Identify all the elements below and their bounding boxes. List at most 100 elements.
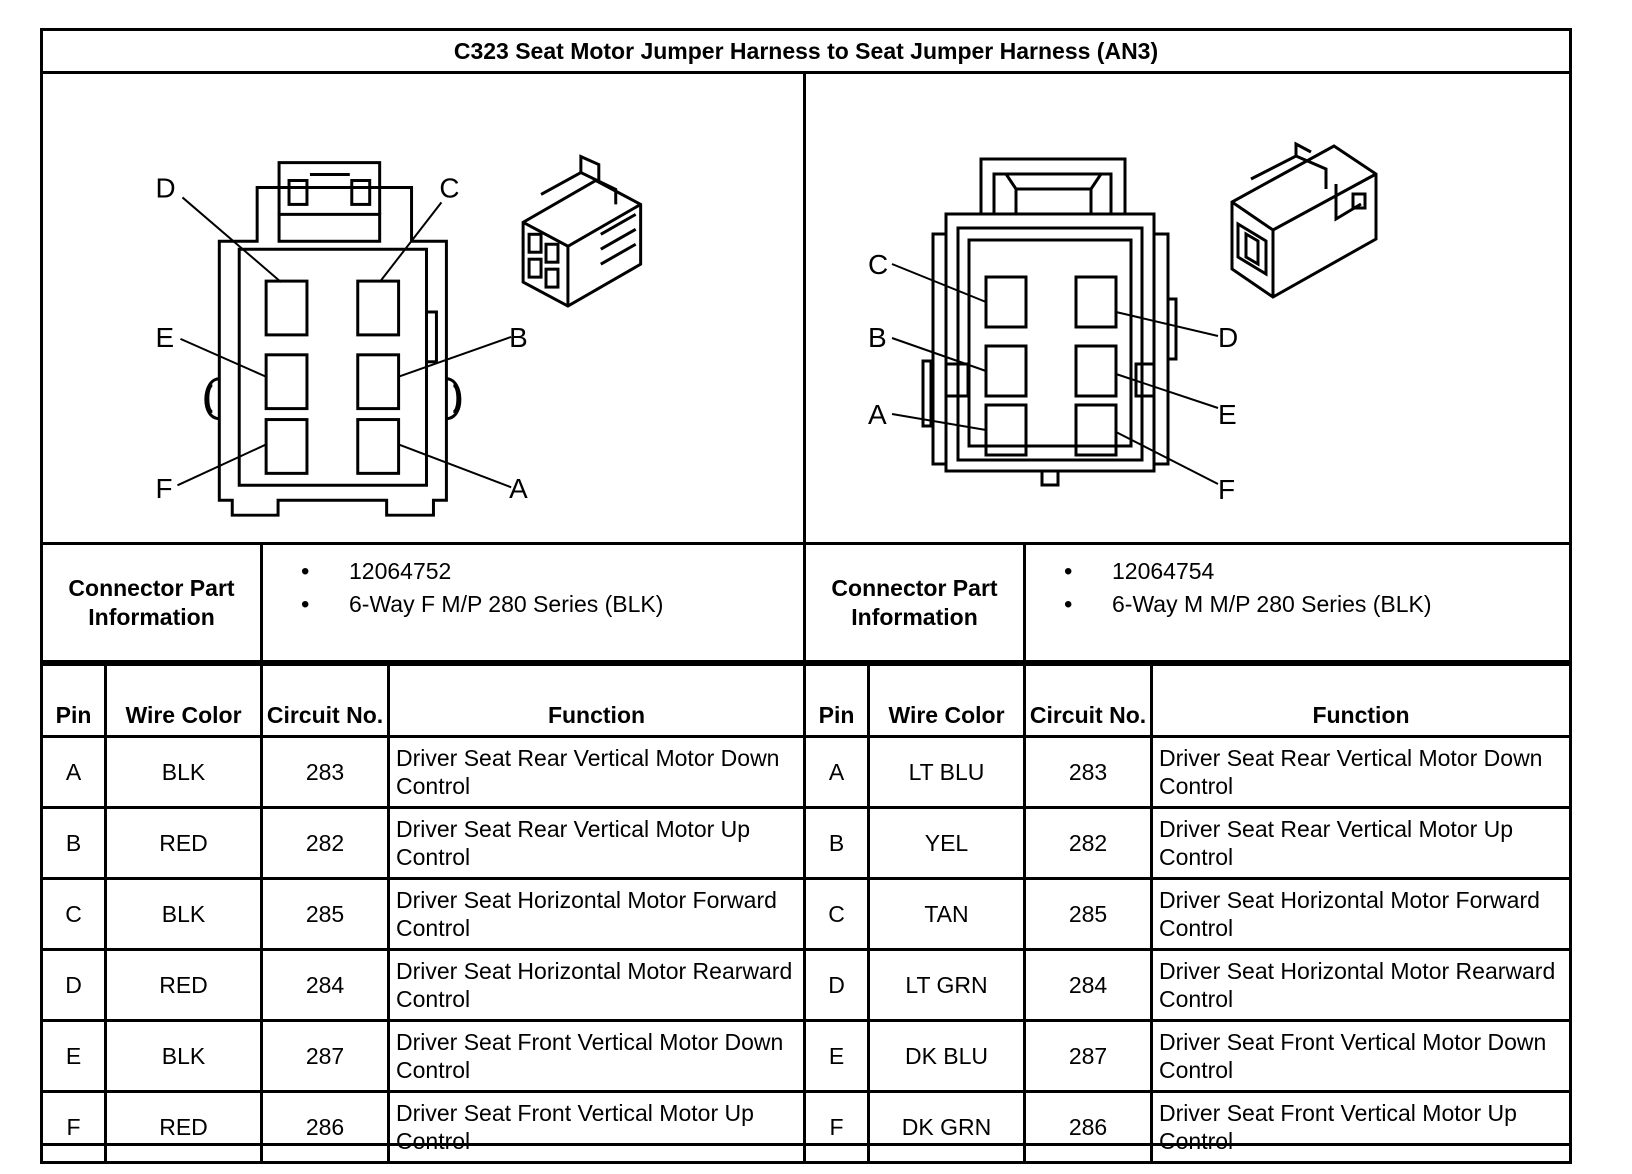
- right-info-list: 12064754 6-Way M M/P 280 Series (BLK): [1064, 555, 1432, 621]
- female-connector-iso-icon: [521, 154, 643, 308]
- right-part-description: 6-Way M M/P 280 Series (BLK): [1064, 588, 1432, 621]
- function-cell: Driver Seat Horizontal Motor Forward Con…: [1150, 877, 1572, 951]
- function-cell: Driver Seat Front Vertical Motor Up Cont…: [387, 1090, 806, 1164]
- function-cell: Driver Seat Rear Vertical Motor Down Con…: [387, 735, 806, 809]
- circuit-cell: 282: [260, 806, 390, 880]
- wire-color-cell: DK GRN: [867, 1090, 1026, 1164]
- pin-label-f: F: [156, 473, 173, 504]
- pin-label-e: E: [156, 322, 175, 353]
- right-connector-diagram: C B A D E F: [806, 74, 1569, 542]
- circuit-cell: 287: [260, 1019, 390, 1093]
- pin-label-f: F: [1218, 474, 1235, 505]
- pin-label-d: D: [156, 172, 176, 203]
- info-divider: [803, 545, 806, 660]
- wire-color-cell: BLK: [104, 735, 263, 809]
- pin-cell: A: [40, 735, 107, 809]
- function-cell: Driver Seat Rear Vertical Motor Down Con…: [1150, 735, 1572, 809]
- circuit-cell: 284: [260, 948, 390, 1022]
- wire-color-cell: TAN: [867, 877, 1026, 951]
- left-part-number: 12064752: [301, 555, 663, 588]
- circuit-cell: 285: [1023, 877, 1153, 951]
- circuit-cell: 283: [260, 735, 390, 809]
- wire-color-cell: DK BLU: [867, 1019, 1026, 1093]
- function-cell: Driver Seat Horizontal Motor Rearward Co…: [387, 948, 806, 1022]
- pin-label-b: B: [868, 322, 887, 353]
- pin-cell: E: [40, 1019, 107, 1093]
- left-part-description: 6-Way F M/P 280 Series (BLK): [301, 588, 663, 621]
- function-cell: Driver Seat Rear Vertical Motor Up Contr…: [387, 806, 806, 880]
- header-circuit: Circuit No.: [1023, 663, 1153, 738]
- right-info-label: Connector Part Information: [806, 545, 1026, 660]
- wire-color-cell: LT BLU: [867, 735, 1026, 809]
- wire-color-cell: RED: [104, 1090, 263, 1164]
- pin-cell: B: [40, 806, 107, 880]
- left-connector-diagram: D C E B F A: [43, 74, 806, 542]
- wire-color-cell: RED: [104, 806, 263, 880]
- pin-cell: F: [40, 1090, 107, 1164]
- left-info-list: 12064752 6-Way F M/P 280 Series (BLK): [301, 555, 663, 621]
- header-function: Function: [387, 663, 806, 738]
- pin-cell: F: [803, 1090, 870, 1164]
- wire-color-cell: YEL: [867, 806, 1026, 880]
- leader-d: [181, 196, 282, 283]
- circuit-cell: 283: [1023, 735, 1153, 809]
- wire-color-cell: BLK: [104, 1019, 263, 1093]
- pin-label-b: B: [509, 322, 528, 353]
- function-cell: Driver Seat Rear Vertical Motor Up Contr…: [1150, 806, 1572, 880]
- sheet-title: C323 Seat Motor Jumper Harness to Seat J…: [43, 31, 1569, 74]
- circuit-cell: 285: [260, 877, 390, 951]
- circuit-cell: 286: [260, 1090, 390, 1164]
- function-cell: Driver Seat Horizontal Motor Rearward Co…: [1150, 948, 1572, 1022]
- pin-cell: C: [803, 877, 870, 951]
- header-function: Function: [1150, 663, 1572, 738]
- pin-cell: D: [40, 948, 107, 1022]
- left-info-label: Connector Part Information: [43, 545, 263, 660]
- header-wire-color: Wire Color: [867, 663, 1026, 738]
- female-connector-face-drawing: D C E B F A: [156, 154, 643, 517]
- header-wire-color: Wire Color: [104, 663, 263, 738]
- connector-part-info-row: Connector Part Information 12064752 6-Wa…: [43, 542, 1569, 663]
- pin-cell: B: [803, 806, 870, 880]
- header-circuit: Circuit No.: [260, 663, 390, 738]
- circuit-cell: 286: [1023, 1090, 1153, 1164]
- function-cell: Driver Seat Horizontal Motor Forward Con…: [387, 877, 806, 951]
- circuit-cell: 284: [1023, 948, 1153, 1022]
- pin-label-c: C: [439, 172, 459, 203]
- pin-label-a: A: [868, 399, 887, 430]
- connector-sheet: C323 Seat Motor Jumper Harness to Seat J…: [40, 28, 1572, 1164]
- function-cell: Driver Seat Front Vertical Motor Up Cont…: [1150, 1090, 1572, 1164]
- male-connector-iso-icon: [1230, 141, 1378, 299]
- leader-c: [378, 201, 443, 283]
- function-cell: Driver Seat Front Vertical Motor Down Co…: [1150, 1019, 1572, 1093]
- wire-color-cell: BLK: [104, 877, 263, 951]
- circuit-cell: 287: [1023, 1019, 1153, 1093]
- pin-cell: E: [803, 1019, 870, 1093]
- right-part-number: 12064754: [1064, 555, 1432, 588]
- circuit-cell: 282: [1023, 806, 1153, 880]
- header-pin: Pin: [803, 663, 870, 738]
- pin-cell: C: [40, 877, 107, 951]
- wire-color-cell: RED: [104, 948, 263, 1022]
- function-cell: Driver Seat Front Vertical Motor Down Co…: [387, 1019, 806, 1093]
- header-pin: Pin: [40, 663, 107, 738]
- pin-cell: A: [803, 735, 870, 809]
- wire-color-cell: LT GRN: [867, 948, 1026, 1022]
- pin-label-a: A: [509, 473, 528, 504]
- pin-cell: D: [803, 948, 870, 1022]
- pin-label-d: D: [1218, 322, 1238, 353]
- pin-label-c: C: [868, 249, 888, 280]
